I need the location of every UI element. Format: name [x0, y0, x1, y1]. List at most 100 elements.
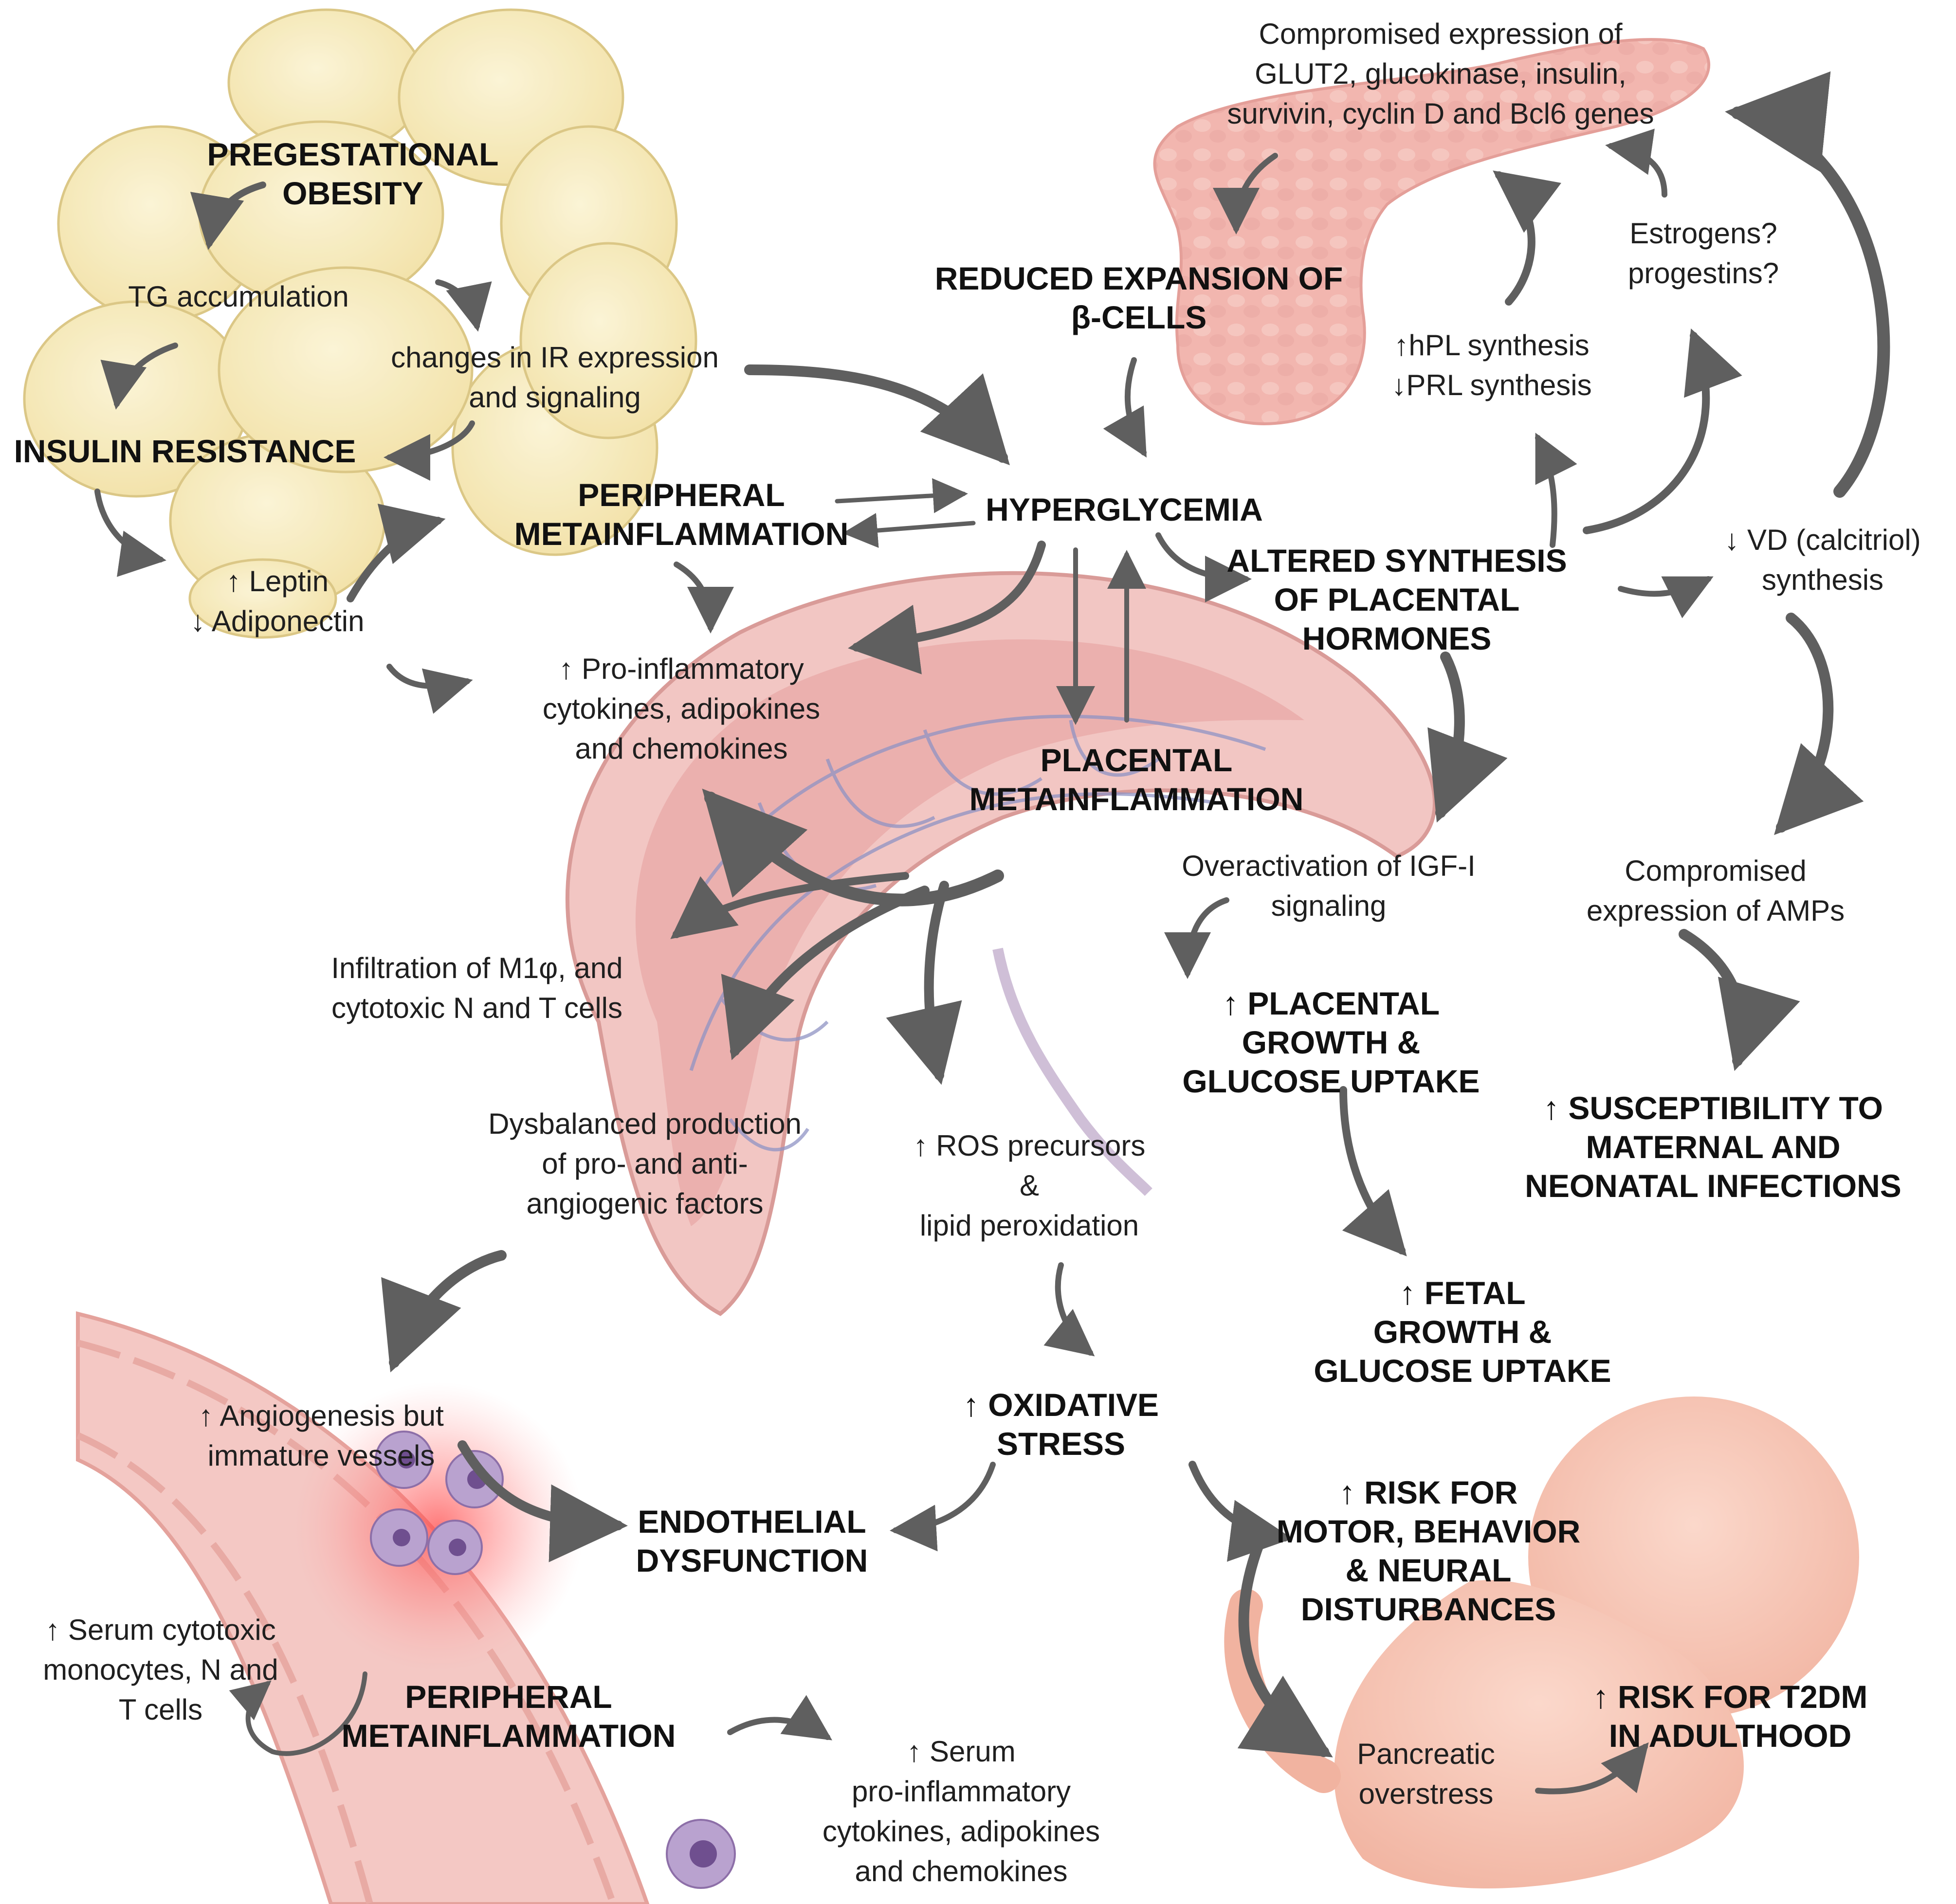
- arrow-altered-estrogens: [1583, 328, 1742, 534]
- arrow-genes-reduced: [1213, 153, 1278, 235]
- arrow-peripheral-cytokines: [674, 562, 734, 634]
- leptin-adiponectin-line: ↑ Leptin: [226, 565, 329, 598]
- pancreas-illustration: [1153, 38, 1710, 425]
- arrow-altered-vd: [1618, 576, 1714, 618]
- fetal-growth-line: ↑ FETAL: [1399, 1275, 1525, 1311]
- altered-synthesis-line: HORMONES: [1302, 620, 1492, 656]
- placenta-illustration: [566, 571, 1437, 1316]
- arrow-hyper-altered: [1155, 532, 1252, 602]
- risk-t2dm-line: ↑ RISK FOR T2DM: [1593, 1679, 1868, 1715]
- arrow-oxidative-endothelial: [890, 1462, 996, 1552]
- arrow-insulin-leptin: [94, 489, 166, 577]
- angiogenesis-line: immature vessels: [208, 1439, 435, 1472]
- arrow-pancreatic-t2dm: [1535, 1742, 1649, 1795]
- vd-synthesis-label: ↓ VD (calcitriol)synthesis: [1724, 524, 1920, 596]
- placental-growth-line: ↑ PLACENTAL: [1223, 985, 1440, 1021]
- compromised-genes-line: GLUT2, glucokinase, insulin,: [1255, 57, 1627, 90]
- endothelial-line: ENDOTHELIAL: [638, 1504, 866, 1540]
- fetal-growth-line: GLUCOSE UPTAKE: [1314, 1353, 1611, 1389]
- reduced-expansion-line: REDUCED EXPANSION OF: [935, 260, 1343, 296]
- ir-changes-label: changes in IR expression and signaling: [391, 341, 719, 414]
- dysbalanced-line: angiogenic factors: [527, 1187, 764, 1220]
- arrow-ir-hyperglycemia: [744, 364, 1010, 466]
- arrow-vd-amps: [1774, 613, 1864, 835]
- susceptibility-line: NEONATAL INFECTIONS: [1525, 1168, 1901, 1204]
- peripheral-metainflammation-top-line: METAINFLAMMATION: [514, 516, 849, 552]
- oxidative-stress-line: STRESS: [997, 1426, 1125, 1462]
- arrow-dysbalanced-vessel: [381, 1250, 507, 1373]
- serum-cytotoxic-line: ↑ Serum cytotoxic: [45, 1614, 275, 1646]
- pregestational-obesity-line: PREGESTATIONAL: [207, 136, 499, 172]
- placental-growth-line: GROWTH &: [1242, 1024, 1421, 1060]
- ir-changes-line: changes in IR expression: [391, 341, 719, 374]
- pro-inflammatory-top-line: cytokines, adipokines: [543, 692, 820, 725]
- placental-metainflammation-line: METAINFLAMMATION: [969, 781, 1304, 817]
- hpl-prl-line: ↓PRL synthesis: [1391, 369, 1591, 401]
- ir-changes-line: and signaling: [469, 381, 641, 414]
- peripheral-metainflammation-top-line: PERIPHERAL: [578, 477, 785, 513]
- arrow-igf-placental: [1164, 897, 1229, 979]
- compromised-genes-line: survivin, cyclin D and Bcl6 genes: [1227, 97, 1654, 130]
- dysbalanced-line: of pro- and anti-: [542, 1147, 748, 1180]
- susceptibility-line: MATERNAL AND: [1586, 1129, 1840, 1165]
- arrow-peripheral-serum: [727, 1695, 832, 1741]
- tg-accumulation-line: TG accumulation: [128, 280, 349, 313]
- ros-line: ↑ ROS precursors: [914, 1129, 1146, 1162]
- arrow-hyper-cytokines: [848, 541, 1046, 674]
- arrow-tg-insulin: [100, 343, 178, 410]
- arrow-angiogenesis-endothelial: [457, 1440, 628, 1562]
- placental-metainflammation-line: PLACENTAL: [1041, 742, 1233, 778]
- reduced-expansion-line: β-CELLS: [1071, 299, 1207, 335]
- compromised-amps-line: Compromised: [1625, 854, 1806, 887]
- pro-inflammatory-top-line: and chemokines: [575, 732, 788, 765]
- arrow-hpl-genes: [1493, 170, 1561, 306]
- arrow-altered-hpl: [1535, 433, 1577, 548]
- arrow-ros-oxidative: [1043, 1262, 1095, 1357]
- blood-vessel-illustration: [76, 1311, 736, 1904]
- arrow-obesity-tg: [190, 181, 266, 250]
- arrow-leptin-peripheral: [347, 504, 446, 602]
- arrow-serum-cycle: [229, 1671, 367, 1756]
- ros-line: lipid peroxidation: [920, 1209, 1139, 1242]
- altered-synthesis-line: ALTERED SYNTHESIS: [1226, 543, 1567, 579]
- compromised-genes-label: Compromised expression of GLUT2, glucokin…: [1227, 18, 1654, 130]
- fetal-growth-line: GROWTH &: [1373, 1314, 1552, 1350]
- estrogens-line: progestins?: [1628, 257, 1779, 290]
- susceptibility-line: ↑ SUSCEPTIBILITY TO: [1543, 1090, 1883, 1126]
- compromised-genes-line: Compromised expression of: [1259, 18, 1623, 50]
- arrow-ir-insulin: [384, 420, 475, 481]
- altered-synthesis-line: OF PLACENTAL: [1274, 581, 1520, 617]
- pro-inflammatory-top-label: ↑ Pro-inflammatory cytokines, adipokines a…: [543, 653, 820, 765]
- adipose-tissue-illustration: [23, 8, 697, 639]
- risk-t2dm-line: IN ADULTHOOD: [1609, 1718, 1852, 1754]
- arrow-vd-genes: [1725, 71, 1890, 498]
- peripheral-metainflammation-bottom-line: PERIPHERAL: [405, 1679, 612, 1715]
- igf-signaling-line: signaling: [1271, 889, 1387, 922]
- igf-signaling-label: Overactivation of IGF-I signaling: [1182, 850, 1476, 922]
- igf-signaling-line: Overactivation of IGF-I: [1182, 850, 1476, 882]
- ros-line: &: [1020, 1169, 1039, 1202]
- pro-inflammatory-top-line: ↑ Pro-inflammatory: [559, 653, 804, 685]
- risk-motor-line: DISTURBANCES: [1301, 1591, 1556, 1627]
- oxidative-stress-line: ↑ OXIDATIVE: [963, 1387, 1159, 1423]
- infiltration-line: cytotoxic N and T cells: [331, 992, 622, 1024]
- serum-pro-inflammatory-line: cytokines, adipokines: [823, 1815, 1100, 1848]
- hyperglycemia-label: HYPERGLYCEMIA: [986, 491, 1263, 527]
- angiogenesis-line: ↑ Angiogenesis but: [199, 1399, 444, 1432]
- pregestational-obesity-line: OBESITY: [282, 175, 423, 211]
- infiltration-line: Infiltration of M1φ, and: [331, 952, 622, 984]
